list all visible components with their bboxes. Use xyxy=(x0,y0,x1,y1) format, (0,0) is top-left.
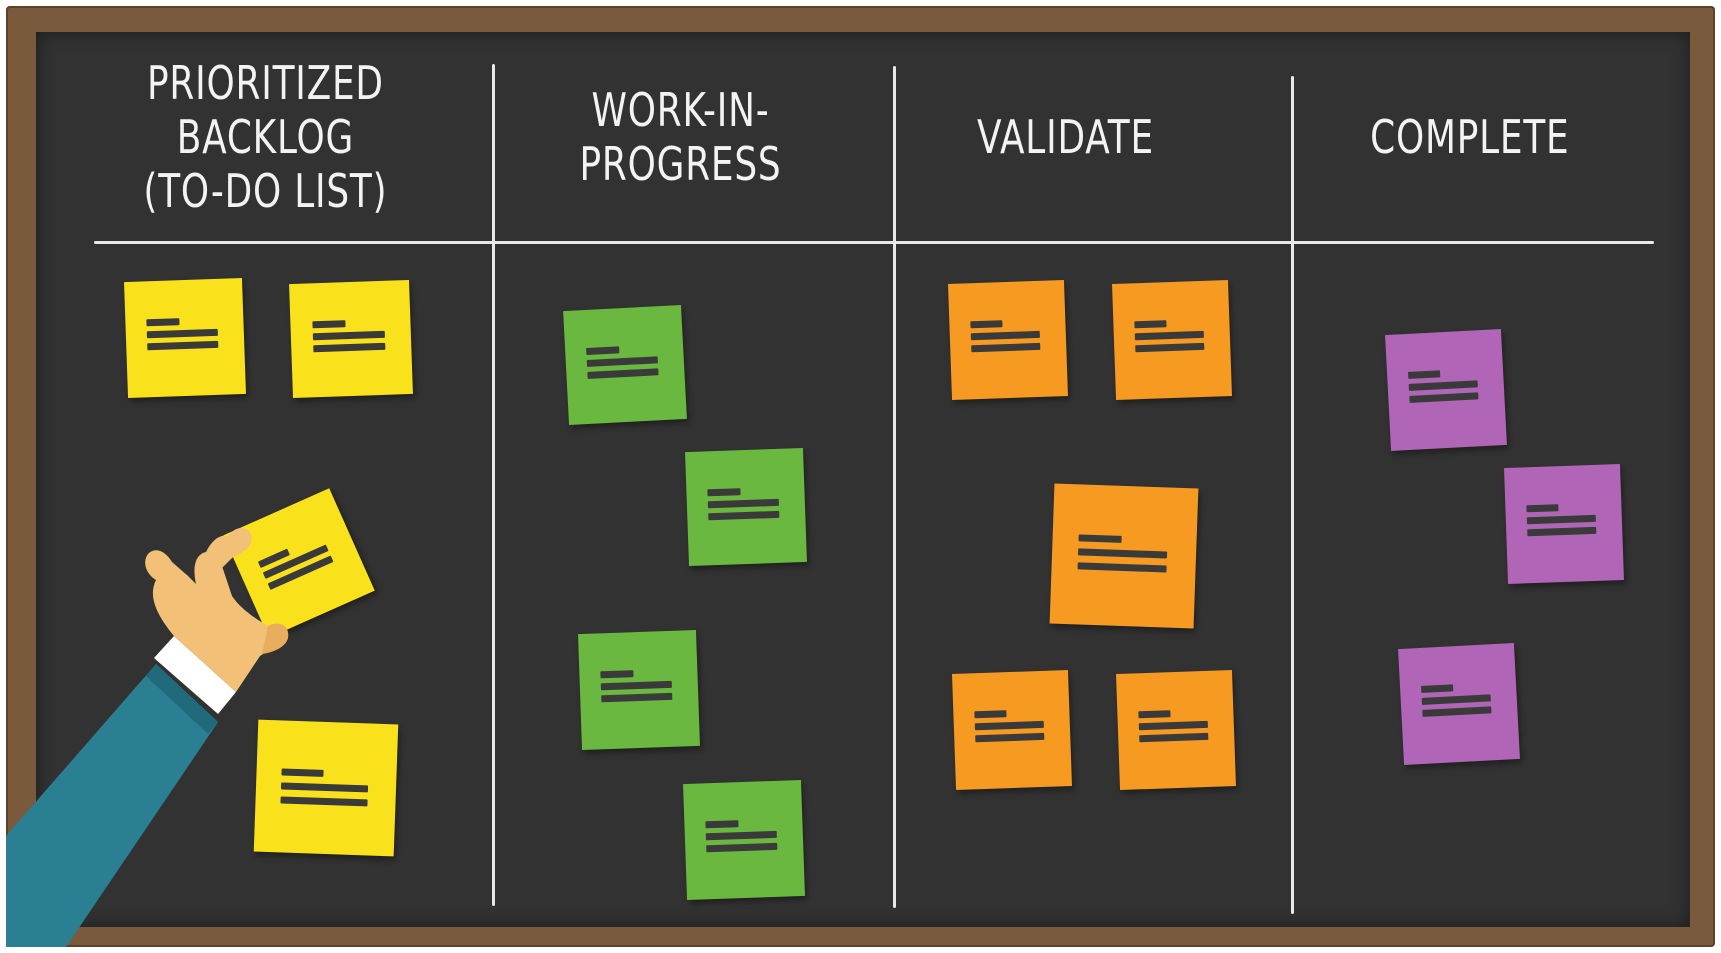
column-divider-3 xyxy=(1291,76,1294,914)
column-divider-1 xyxy=(492,64,495,906)
column-divider-2 xyxy=(893,66,896,908)
sticky-note-validate-3[interactable] xyxy=(1049,483,1199,629)
sticky-note-complete-3[interactable] xyxy=(1398,643,1520,765)
header-line: (TO-DO LIST) xyxy=(142,164,387,219)
header-line: PRIORITIZED xyxy=(146,55,384,110)
column-header-backlog: PRIORITIZED BACKLOG (TO-DO LIST) xyxy=(36,32,494,242)
hand-holding-note-icon xyxy=(6,528,289,947)
sticky-note-complete-2[interactable] xyxy=(1504,464,1624,584)
header-line: VALIDATE xyxy=(976,109,1154,164)
sticky-note-validate-2[interactable] xyxy=(1112,280,1232,400)
header-divider-line xyxy=(94,241,1654,244)
chalkboard-surface: PRIORITIZED BACKLOG (TO-DO LIST) WORK-IN… xyxy=(36,32,1690,927)
sticky-note-wip-2[interactable] xyxy=(685,447,807,567)
sticky-note-wip-4[interactable] xyxy=(683,779,805,901)
sticky-note-validate-4[interactable] xyxy=(952,670,1072,790)
sticky-note-complete-1[interactable] xyxy=(1385,329,1507,451)
sticky-note-wip-1[interactable] xyxy=(563,304,687,426)
chalkboard-frame: PRIORITIZED BACKLOG (TO-DO LIST) WORK-IN… xyxy=(6,6,1715,947)
column-header-complete: COMPLETE xyxy=(1264,32,1676,242)
sticky-note-validate-5[interactable] xyxy=(1116,670,1236,790)
column-header-validate: VALIDATE xyxy=(866,32,1264,242)
header-line: COMPLETE xyxy=(1370,109,1570,164)
sticky-note-wip-3[interactable] xyxy=(578,629,700,751)
header-line: PROGRESS xyxy=(578,137,781,191)
header-line: BACKLOG xyxy=(176,109,354,164)
sticky-note-validate-1[interactable] xyxy=(948,280,1068,400)
column-header-wip: WORK-IN- PROGRESS xyxy=(494,32,866,242)
header-line: WORK-IN- xyxy=(591,82,769,137)
